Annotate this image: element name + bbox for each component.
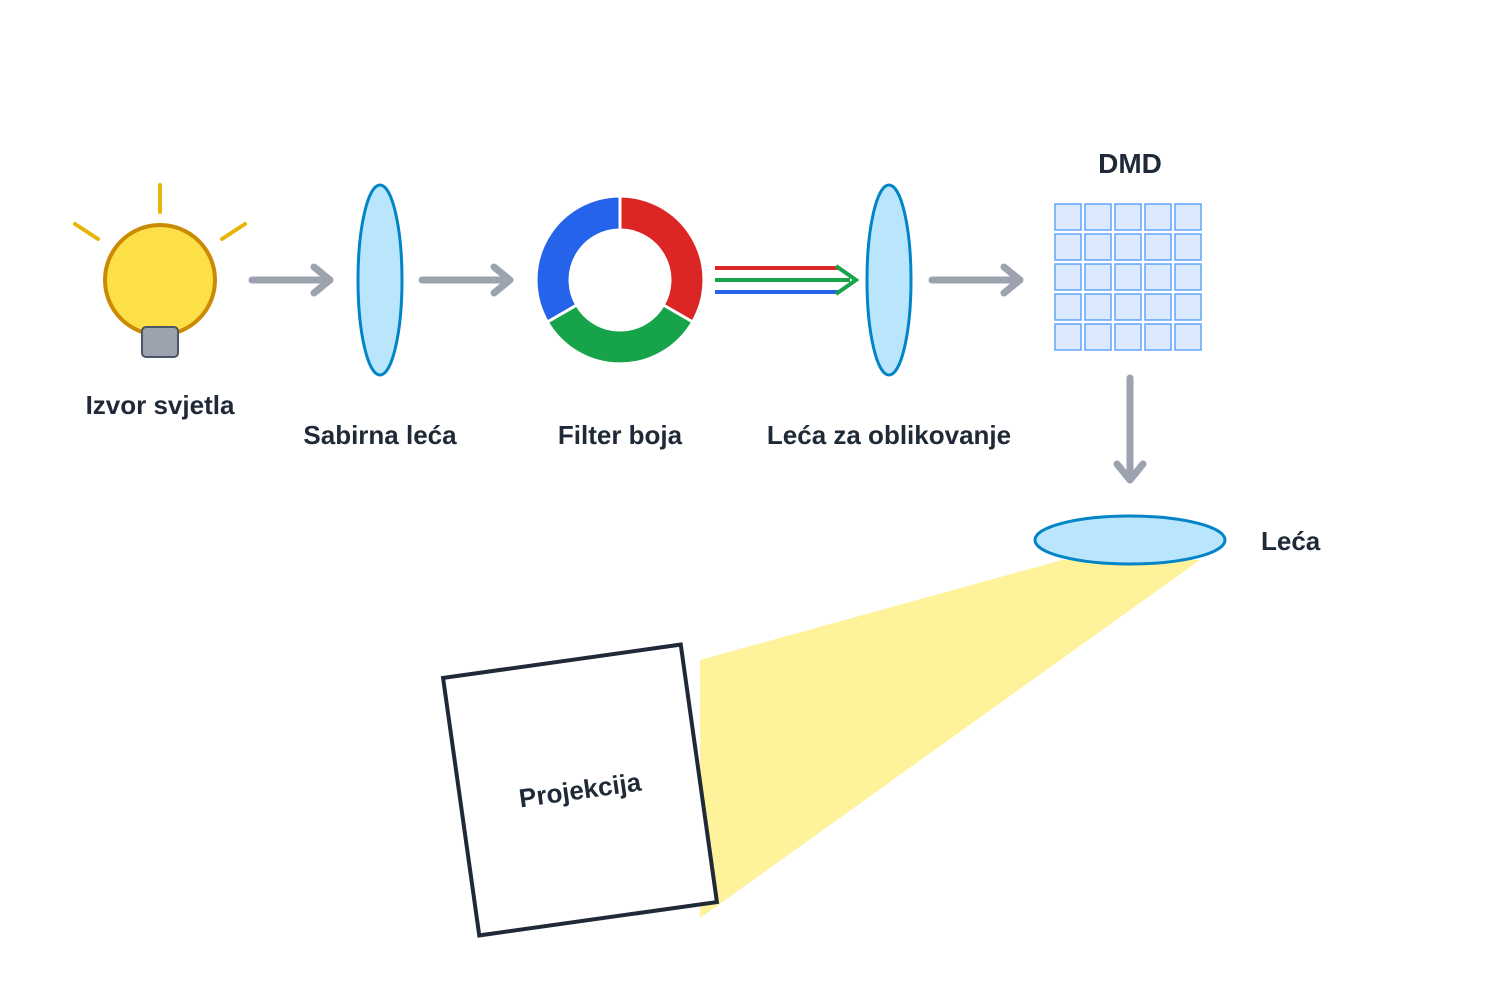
dmd-mirror-cell xyxy=(1084,323,1112,351)
dmd-label: DMD xyxy=(1098,148,1162,179)
dmd-mirror-cell xyxy=(1054,263,1082,291)
dmd-mirror-cell xyxy=(1174,293,1202,321)
arrow-lens-to-dmd xyxy=(928,263,1024,297)
dmd-mirror-cell xyxy=(1114,323,1142,351)
dmd-mirror-cell xyxy=(1114,293,1142,321)
dmd-mirror-cell xyxy=(1084,233,1112,261)
arrow-dmd-to-lens xyxy=(1113,374,1147,484)
shaping-lens-icon xyxy=(865,183,913,377)
dmd-mirror-cell xyxy=(1174,263,1202,291)
color-wheel-icon xyxy=(534,194,706,366)
dmd-mirror-cell xyxy=(1084,263,1112,291)
color-filter-label: Filter boja xyxy=(558,420,683,450)
arrow-bulb-to-condenser xyxy=(248,263,334,297)
dmd-mirror-cell xyxy=(1054,293,1082,321)
arrow-condenser-to-filter xyxy=(418,263,514,297)
dmd-mirror-cell xyxy=(1174,203,1202,231)
dmd-mirror-cell xyxy=(1144,233,1172,261)
dmd-mirror-cell xyxy=(1054,323,1082,351)
dmd-mirror-cell xyxy=(1054,233,1082,261)
dmd-mirror-cell xyxy=(1144,263,1172,291)
dmd-mirror-cell xyxy=(1054,203,1082,231)
light-bulb-icon xyxy=(73,183,247,358)
shaping-lens-label: Leća za oblikovanje xyxy=(767,420,1011,450)
projection-screen: Projekcija xyxy=(440,642,720,938)
dmd-mirror-cell xyxy=(1114,263,1142,291)
mirror-grid-icon xyxy=(1054,203,1202,351)
dmd-mirror-cell xyxy=(1084,203,1112,231)
dmd-mirror-cell xyxy=(1144,203,1172,231)
light-beam xyxy=(700,560,1200,918)
rgb-beam-arrow xyxy=(715,264,860,296)
dmd-mirror-cell xyxy=(1114,233,1142,261)
light-source-label: Izvor svjetla xyxy=(86,390,235,420)
condenser-lens-label: Sabirna leća xyxy=(303,420,457,450)
dmd-mirror-cell xyxy=(1174,233,1202,261)
lens-label: Leća xyxy=(1261,526,1321,556)
condenser-lens-icon xyxy=(356,183,404,377)
dmd-mirror-cell xyxy=(1114,203,1142,231)
dmd-mirror-cell xyxy=(1144,293,1172,321)
dmd-mirror-cell xyxy=(1174,323,1202,351)
dmd-mirror-cell xyxy=(1084,293,1112,321)
dmd-mirror-cell xyxy=(1144,323,1172,351)
projection-lens-icon xyxy=(1033,514,1227,566)
